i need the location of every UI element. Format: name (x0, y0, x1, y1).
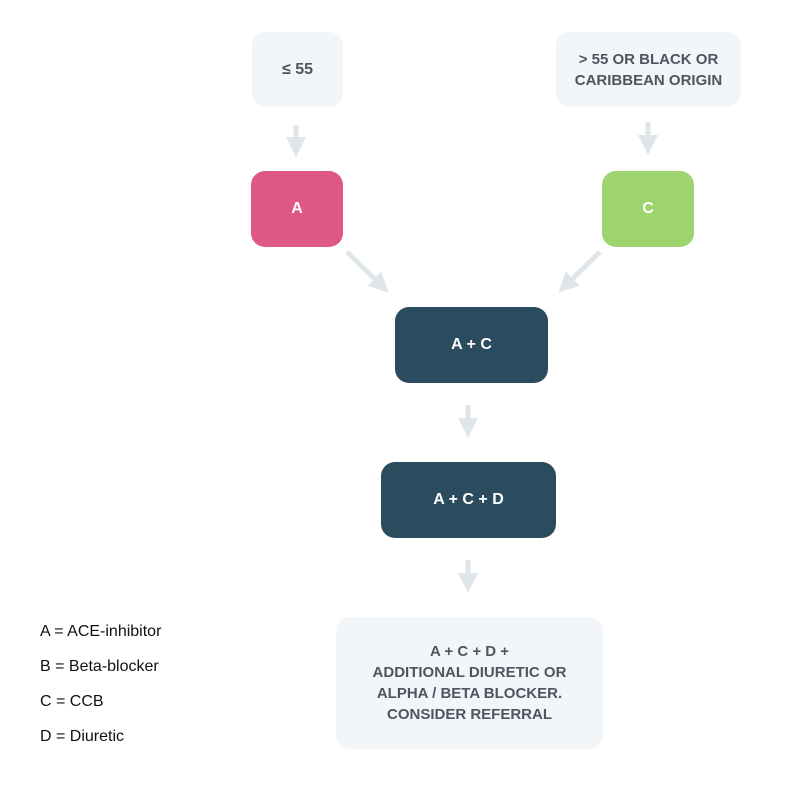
step-a-plus-c-node: A + C (395, 307, 548, 383)
age-over-55-label: > 55 OR BLACK OR CARIBBEAN ORIGIN (574, 50, 723, 89)
age-55-or-under-label: ≤ 55 (281, 61, 314, 78)
step-a-plus-c-label: A + C (451, 336, 492, 353)
legend: A = ACE-inhibitor B = Beta-blocker C = C… (40, 618, 161, 758)
step-a-node: A (251, 171, 343, 247)
step-a-plus-c-plus-d-node: A + C + D (381, 462, 556, 538)
step-c-node: C (602, 171, 694, 247)
age-over-55-node: > 55 OR BLACK OR CARIBBEAN ORIGIN (556, 32, 741, 107)
step-a-label: A (291, 200, 303, 217)
arrow-a-to-ac (345, 250, 389, 293)
legend-item-b: B = Beta-blocker (40, 658, 159, 675)
final-step-node: A + C + D + ADDITIONAL DIURETIC OR ALPHA… (336, 617, 603, 749)
legend-item-c: C = CCB (40, 693, 104, 710)
final-step-label: A + C + D + ADDITIONAL DIURETIC OR ALPHA… (372, 643, 567, 723)
age-55-or-under-node: ≤ 55 (252, 32, 343, 107)
step-c-label: C (642, 200, 654, 217)
arrow-c-to-ac (558, 250, 602, 293)
legend-item-a: A = ACE-inhibitor (40, 623, 162, 640)
legend-item-d: D = Diuretic (40, 728, 125, 745)
step-a-plus-c-plus-d-label: A + C + D (433, 491, 504, 508)
